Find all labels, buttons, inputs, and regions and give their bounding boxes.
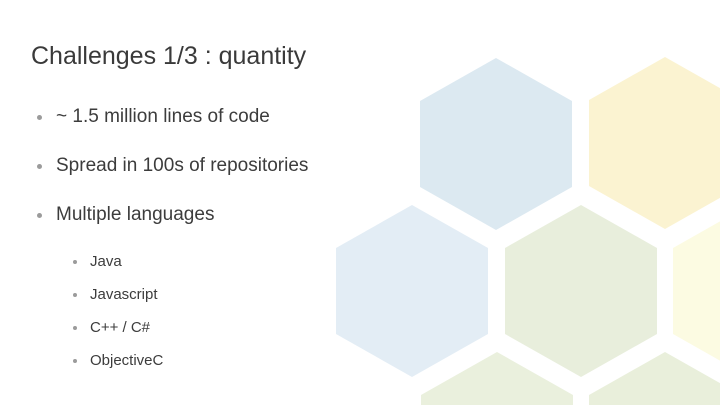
bullet-text: Multiple languages — [56, 204, 215, 225]
sub-bullet-text: ObjectiveC — [90, 352, 164, 369]
slide-title: Challenges 1/3 : quantity — [31, 42, 307, 70]
bullet-dot-icon — [37, 163, 42, 169]
bullet-item-languages: Multiple languages — [37, 204, 214, 226]
sub-bullet-text: Java — [90, 253, 122, 270]
sub-bullet-item-javascript: Javascript — [73, 285, 158, 304]
bullet-dot-icon — [37, 212, 42, 218]
bullet-item-lines-of-code: ~ 1.5 million lines of code — [37, 106, 270, 128]
sub-bullet-item-objectivec: ObjectiveC — [73, 351, 163, 370]
sub-bullet-item-cpp-csharp: C++ / C# — [73, 318, 150, 337]
bullet-dot-icon — [73, 259, 77, 264]
bullet-dot-icon — [73, 292, 77, 297]
bullet-item-repositories: Spread in 100s of repositories — [37, 155, 308, 177]
sub-bullet-item-java: Java — [73, 252, 122, 271]
bullet-text: ~ 1.5 million lines of code — [56, 106, 270, 127]
bullet-dot-icon — [73, 325, 77, 330]
sub-bullet-text: C++ / C# — [90, 319, 151, 336]
bullet-dot-icon — [37, 114, 42, 120]
bullet-text: Spread in 100s of repositories — [56, 155, 309, 176]
sub-bullet-text: Javascript — [90, 286, 158, 303]
bullet-dot-icon — [73, 358, 77, 363]
